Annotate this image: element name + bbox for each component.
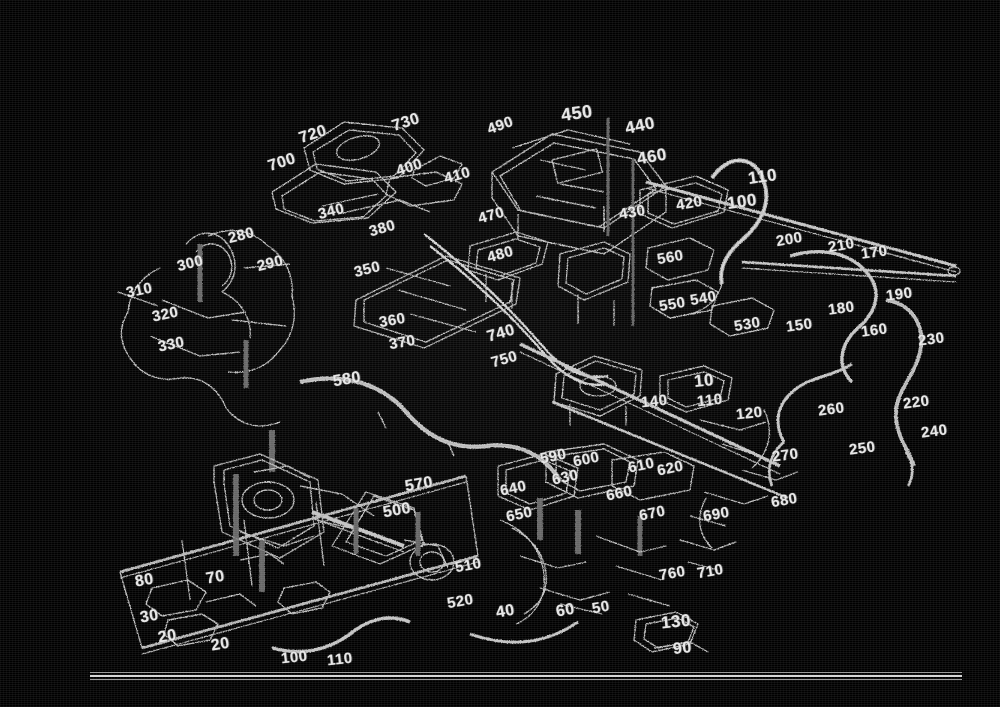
callout-label: 680: [769, 489, 799, 512]
callout-label: 20: [156, 626, 179, 647]
callout-label: 10: [693, 370, 715, 391]
callout-label: 130: [660, 610, 692, 633]
callout-label: 200: [774, 228, 804, 251]
callout-label: 510: [453, 554, 483, 577]
footer-rule-line: [90, 679, 962, 680]
callout-label: 250: [847, 438, 877, 459]
callout-label: 30: [138, 606, 161, 627]
callout-label: 150: [784, 315, 814, 336]
footer-rule-line: [90, 672, 962, 673]
callout-label: 760: [657, 562, 687, 585]
callout-label: 50: [590, 597, 612, 618]
callout-label: 90: [672, 639, 693, 658]
callout-label: 60: [554, 600, 577, 621]
callout-label: 110: [746, 165, 779, 188]
callout-label: 80: [133, 570, 156, 591]
callout-label: 530: [732, 313, 762, 336]
callout-label: 370: [387, 331, 417, 354]
callout-label: 40: [494, 601, 517, 622]
callout-label: 450: [559, 100, 594, 126]
callout-label: 120: [735, 403, 764, 424]
callout-label: 20: [209, 634, 232, 655]
callout-label: 550: [657, 293, 687, 316]
callout-label: 180: [826, 298, 856, 319]
callout-label: 110: [696, 390, 724, 411]
callout-label: 210: [826, 234, 856, 257]
callout-label: 360: [377, 309, 407, 332]
callout-label: 540: [688, 287, 718, 310]
callout-label: 160: [859, 320, 889, 341]
callout-label: 240: [919, 421, 949, 442]
callout-label: 520: [445, 590, 475, 613]
callout-label: 220: [901, 392, 931, 413]
callout-label: 100: [725, 190, 759, 213]
callout-label: 140: [640, 391, 669, 412]
callout-label: 70: [204, 567, 227, 588]
callout-label: 260: [816, 399, 846, 420]
callout-label: 690: [701, 503, 731, 526]
footer-rule-line: [90, 675, 962, 677]
callout-label: 230: [916, 329, 946, 350]
callout-label: 100: [280, 647, 309, 668]
callout-label: 420: [674, 192, 704, 215]
callout-label: 190: [884, 284, 914, 305]
callout-label: 710: [695, 560, 725, 583]
callout-label: 270: [770, 445, 800, 466]
callout-label: 110: [326, 649, 354, 670]
callout-label: 430: [617, 201, 647, 224]
callout-label: 170: [859, 242, 889, 263]
callout-label: 560: [655, 246, 685, 269]
